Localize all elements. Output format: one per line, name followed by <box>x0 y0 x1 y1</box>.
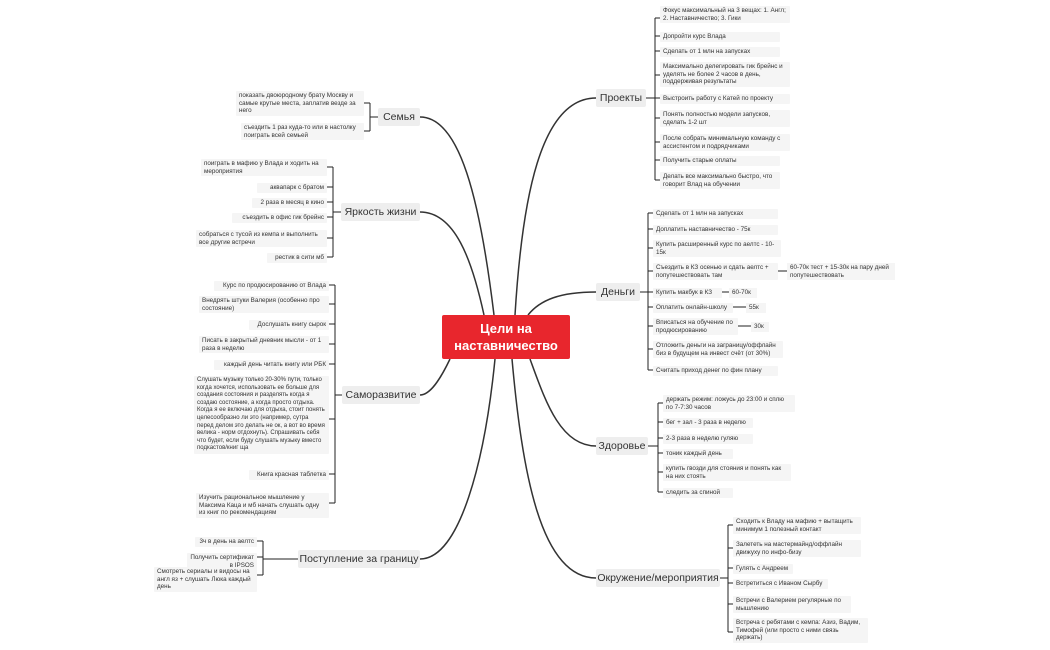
list-item[interactable]: После собрать минимальную команду с асси… <box>660 134 790 152</box>
list-item[interactable]: Гулять с Андреем <box>733 564 793 574</box>
list-item[interactable]: 2 раза в месяц в кино <box>252 198 327 208</box>
list-item[interactable]: Максимально делегировать гик брейнс и уд… <box>660 62 790 87</box>
list-item[interactable]: съездить 1 раз куда-то или в настолку по… <box>241 123 364 141</box>
central-topic[interactable]: Цели на наставничество <box>442 315 570 359</box>
list-item[interactable]: Книга красная таблетка <box>249 470 329 480</box>
list-item[interactable]: Сделать от 1 млн на запусках <box>653 209 778 219</box>
branch-label: Яркость жизни <box>344 206 417 218</box>
list-item[interactable]: Оплатить онлайн-школу <box>653 303 733 313</box>
list-item[interactable]: Встретиться с Иваном Сырбу <box>733 579 828 589</box>
branch-label: Саморазвитие <box>345 389 417 401</box>
branch-brightness[interactable]: Яркость жизни <box>341 203 420 221</box>
list-item[interactable]: показать двоюродному брату Москву и самы… <box>236 91 364 116</box>
list-item[interactable]: собраться с тусой из кемпа и выполнить в… <box>196 230 327 248</box>
list-item[interactable]: Фокус максимальный на 3 вещах: 1. Англ; … <box>660 6 790 24</box>
list-item[interactable]: Отложить деньги на заграницу/оффлайн биз… <box>653 341 783 359</box>
branch-label: Деньги <box>601 286 635 298</box>
list-item[interactable]: Писать в закрытый дневник мысли - от 1 р… <box>199 336 329 354</box>
central-topic-label: Цели на наставничество <box>454 321 558 353</box>
list-item[interactable]: Вписаться на обучение по продюсированию <box>653 318 738 336</box>
list-item[interactable]: каждый день читать книгу или РБК <box>214 360 329 370</box>
list-item[interactable]: Купить расширенный курс по аелтс - 10-15… <box>653 240 781 258</box>
branch-health[interactable]: Здоровье <box>596 437 648 455</box>
list-item[interactable]: Допройти курс Влада <box>660 32 780 42</box>
branch-label: Окружение/мероприятия <box>597 572 719 584</box>
branch-abroad[interactable]: Поступление за границу <box>298 550 420 568</box>
branch-label: Проекты <box>599 92 643 104</box>
list-item[interactable]: Внедрять штуки Валерия (особенно про сос… <box>199 296 329 314</box>
list-item[interactable]: тоник каждый день <box>663 449 733 459</box>
list-item[interactable]: Изучить рациональное мышление у Максима … <box>196 493 329 518</box>
list-item[interactable]: Выстроить работу с Катей по проекту <box>660 94 790 104</box>
list-item[interactable]: рестик в сити мб <box>267 253 327 263</box>
money-note-school[interactable]: 55к <box>746 303 766 313</box>
money-note-producing[interactable]: 30к <box>751 322 769 332</box>
list-item[interactable]: аквапарк с братом <box>257 183 327 193</box>
list-item[interactable]: поиграть в мафию у Влада и ходить на мер… <box>201 159 327 177</box>
list-item[interactable]: Смотреть сериалы и видосы на англ яз + с… <box>154 567 257 592</box>
branch-label: Поступление за границу <box>299 553 419 565</box>
money-note-kz[interactable]: 60-70к тест + 15-30к на пару дней попуте… <box>787 263 895 281</box>
list-item[interactable]: съездить в офис гик брейнс <box>232 213 327 223</box>
list-item[interactable]: Встреча с ребятами с кемпа: Азиз, Вадим,… <box>733 618 868 643</box>
list-item[interactable]: Получить сертификат в IPSOS <box>187 553 257 571</box>
list-item[interactable]: следить за спиной <box>663 488 733 498</box>
branch-environment[interactable]: Окружение/мероприятия <box>596 569 720 587</box>
list-item[interactable]: Съездить в КЗ осенью и сдать аелтс + поп… <box>653 263 778 281</box>
list-item[interactable]: 2-3 раза в неделю гуляю <box>663 434 753 444</box>
list-item[interactable]: Залететь на мастермайнд/оффлайн движуху … <box>733 540 861 558</box>
branch-label: Здоровье <box>598 440 646 452</box>
list-item[interactable]: 3ч в день на аелтс <box>195 537 257 547</box>
list-item[interactable]: держать режим: ложусь до 23:00 и сплю по… <box>663 395 795 413</box>
list-item[interactable]: Сходить к Владу на мафию + вытащить мини… <box>733 517 861 535</box>
list-item[interactable]: Считать приход денег по фин плану <box>653 366 778 376</box>
branch-selfdev[interactable]: Саморазвитие <box>342 386 420 404</box>
list-item[interactable]: Делать все максимально быстро, что говор… <box>660 172 780 190</box>
money-note-macbook[interactable]: 60-70к <box>729 288 757 298</box>
list-item[interactable]: Купить макбук в КЗ <box>653 288 722 298</box>
list-item[interactable]: Слушать музыку только 20-30% пути, тольк… <box>194 376 329 454</box>
list-item[interactable]: Сделать от 1 млн на запусках <box>660 47 780 57</box>
list-item[interactable]: Доплатить наставничество - 75к <box>653 225 778 235</box>
list-item[interactable]: Встречи с Валерием регулярные по мышлени… <box>733 596 851 614</box>
list-item[interactable]: бег + зал - 3 раза в неделю <box>663 418 753 428</box>
list-item[interactable]: Дослушать книгу сырок <box>249 320 329 330</box>
branch-label: Семья <box>383 111 415 123</box>
list-item[interactable]: купить гвозди для стояния и понять как н… <box>663 464 791 482</box>
list-item[interactable]: Понять полностью модели запусков, сделат… <box>660 110 790 128</box>
list-item[interactable]: Курс по продюсированию от Влада <box>214 281 329 291</box>
branch-family[interactable]: Семья <box>378 108 420 126</box>
branch-money[interactable]: Деньги <box>596 283 640 301</box>
list-item[interactable]: Получить старые оплаты <box>660 156 780 166</box>
branch-projects[interactable]: Проекты <box>596 89 646 107</box>
